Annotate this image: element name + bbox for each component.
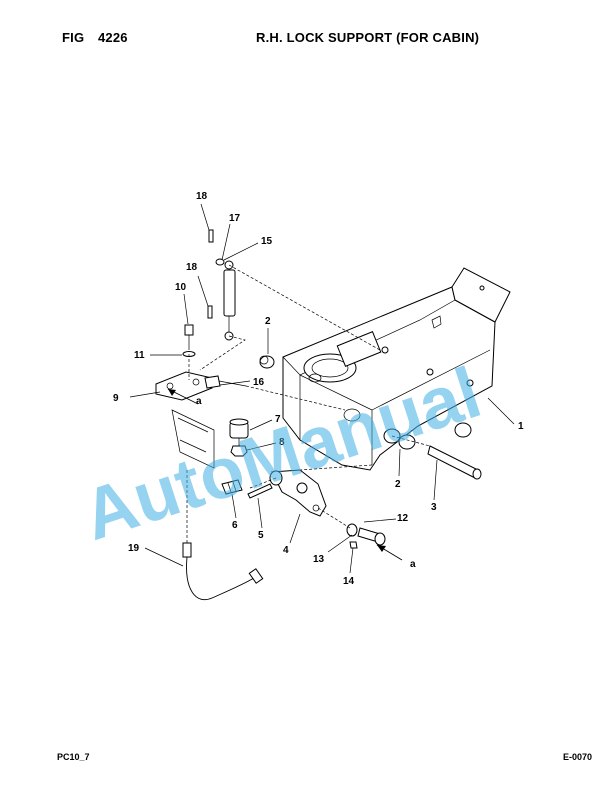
pivot-pin [427, 445, 482, 480]
callout-8: 8 [279, 437, 285, 448]
bushing-left [259, 355, 275, 369]
callout-3: 3 [431, 502, 437, 513]
callout-14: 14 [343, 576, 355, 587]
footer-page-code: PC10_7 [57, 752, 90, 762]
rubber-stop [229, 418, 249, 439]
lever-spacer [346, 523, 358, 537]
figure-label: FIG [62, 30, 85, 45]
callout-17: 17 [229, 213, 241, 224]
lever-nut [349, 541, 358, 549]
callout-6: 6 [232, 520, 238, 531]
shoulder-bolt [204, 375, 247, 389]
washer-top [215, 258, 225, 266]
footer-drawing-code: E-0070 [563, 752, 593, 762]
split-pin-top [208, 229, 214, 243]
cable-end [221, 479, 243, 495]
lever-bolt [357, 527, 386, 546]
lock-support-bracket [282, 267, 511, 471]
gas-spring [223, 260, 236, 341]
callout-2-right: 2 [395, 479, 401, 490]
split-pin-lower [207, 305, 213, 319]
callout-18-top: 18 [196, 191, 208, 202]
reference-a-right: a [410, 559, 416, 570]
callout-16: 16 [253, 377, 265, 388]
callout-5: 5 [258, 530, 264, 541]
callout-18-lower: 18 [186, 262, 198, 273]
callout-19: 19 [128, 543, 140, 554]
figure-title: R.H. LOCK SUPPORT (FOR CABIN) [256, 30, 480, 45]
stop-nut [230, 438, 248, 457]
callout-4: 4 [283, 545, 289, 556]
callout-7: 7 [275, 414, 281, 425]
callout-10: 10 [175, 282, 187, 293]
callout-15: 15 [261, 236, 273, 247]
callout-1: 1 [518, 421, 524, 432]
cable-plate [155, 371, 215, 469]
release-cable [182, 542, 264, 600]
reference-a-left: a [196, 396, 202, 407]
bolt [184, 324, 194, 350]
spring-pin [247, 483, 273, 499]
callout-11: 11 [134, 350, 145, 361]
callout-12: 12 [397, 513, 409, 524]
callout-13: 13 [313, 554, 325, 565]
figure-number: 4226 [98, 30, 128, 45]
callout-9: 9 [113, 393, 119, 404]
callout-2-left: 2 [265, 316, 271, 327]
